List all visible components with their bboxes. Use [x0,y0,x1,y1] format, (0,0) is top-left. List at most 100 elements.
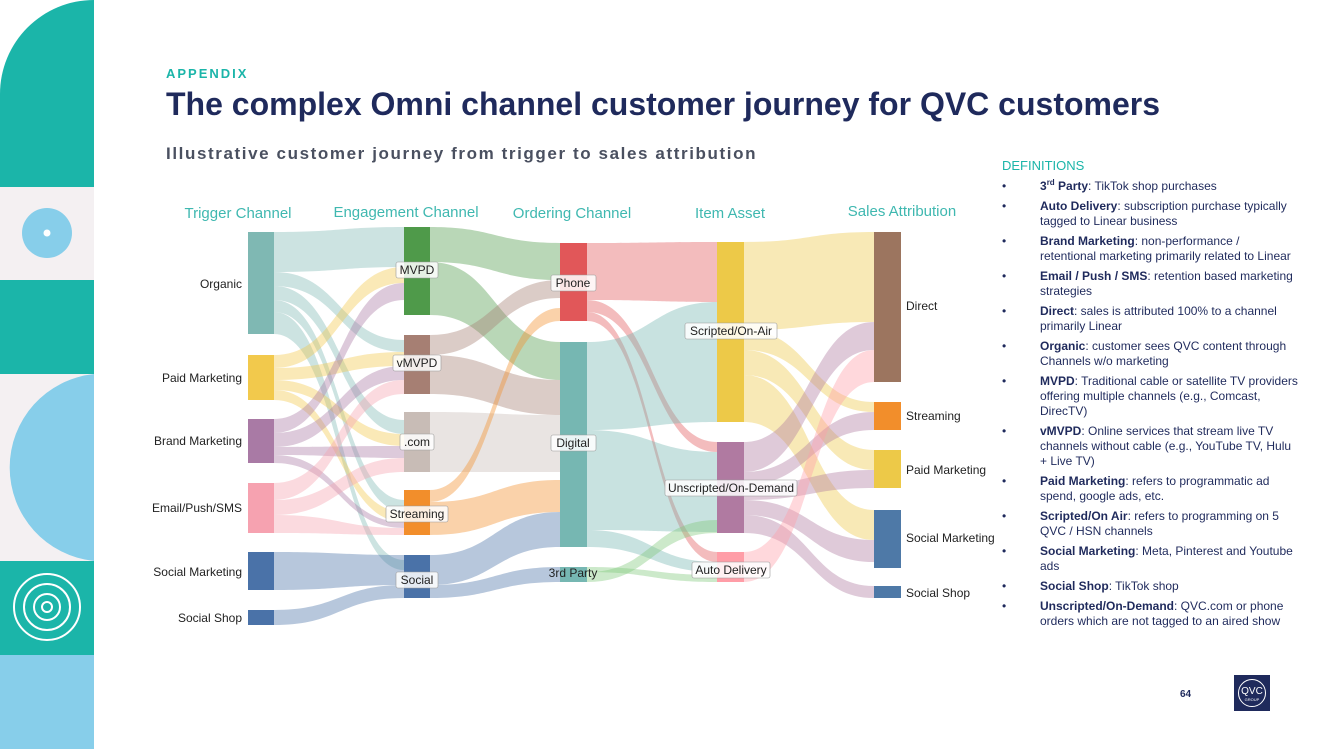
trigger-labels: Organic Paid Marketing Brand Marketing E… [152,277,242,625]
definitions-list: 3rd Party: TikTok shop purchases Auto De… [1002,179,1298,629]
definition-item: 3rd Party: TikTok shop purchases [1002,178,1298,195]
definition-term-superscript: rd [1046,178,1055,187]
definitions-heading: DEFINITIONS [1002,158,1085,173]
page-title: The complex Omni channel customer journe… [166,86,1161,122]
node-social-shop [248,610,274,625]
node-att-social-shop [874,586,901,598]
page-subtitle: Illustrative customer journey from trigg… [166,144,758,163]
definition-term: Organic [1040,339,1086,353]
definition-item: Direct: sales is attributed 100% to a ch… [1002,304,1298,334]
definition-text: : QVC.com or phone orders which are not … [1040,599,1284,628]
definition-item: Social Shop: TikTok shop [1002,579,1298,594]
label-social-shop: Social Shop [178,611,242,625]
node-organic [248,232,274,334]
link-brand-mvpd [274,283,404,433]
definition-term: Auto Delivery [1040,199,1118,213]
node-third-party [560,567,587,582]
definition-term: Email / Push / SMS [1040,269,1148,283]
definition-text: : refers to programmatic ad spend, googl… [1040,474,1270,503]
section-eyebrow: APPENDIX [166,66,249,81]
attribution-labels: Direct Streaming Paid Marketing Social M… [906,299,995,600]
definition-text: : Traditional cable or satellite TV prov… [1040,374,1298,418]
definition-text: : subscription purchase typically tagged… [1040,199,1287,228]
definition-term: Paid Marketing [1040,474,1126,488]
definition-text: : retention based marketing strategies [1040,269,1293,298]
link-organic-vmvpd [274,272,404,352]
label-third-party: 3rd Party [549,566,598,580]
link-streaming-digital [430,480,560,535]
column-header-ordering: Ordering Channel [513,205,631,222]
definition-item: Auto Delivery: subscription purchase typ… [1002,199,1298,229]
definition-text: : refers to programming on 5 QVC / HSN c… [1040,509,1279,538]
definition-item: Organic: customer sees QVC content throu… [1002,339,1298,369]
definition-term: Social Marketing [1040,544,1136,558]
label-vmvpd: vMVPD [397,356,438,370]
link-paid-vmvpd [274,352,404,380]
link-scripted-paid [744,350,874,470]
link-dotcom-digital [430,412,560,472]
label-social: Social [401,573,434,587]
link-vmvpd-digital [430,355,560,415]
logo-ring-icon [1238,679,1266,707]
column-headers: Trigger Channel Engagement Channel Order… [185,203,957,222]
link-brand-dotcom [274,446,404,458]
definition-item: MVPD: Traditional cable or satellite TV … [1002,374,1298,419]
sankey-diagram: Trigger Channel Engagement Channel Order… [152,203,995,625]
link-email-dotcom [274,458,404,515]
definition-item: Paid Marketing: refers to programmatic a… [1002,474,1298,504]
definition-text: : Online services that stream live TV ch… [1040,424,1292,468]
definition-item: vMVPD: Online services that stream live … [1002,424,1298,469]
label-phone: Phone [556,276,591,290]
node-brand-marketing [248,419,274,463]
definition-text: : TikTok shop [1108,579,1179,593]
link-organic-dotcom [274,286,404,434]
link-thirdparty-auto [587,567,717,582]
column-header-sales-attribution: Sales Attribution [848,203,956,220]
link-email-streaming [274,515,404,535]
column-header-item-asset: Item Asset [695,205,766,222]
link-paid-mvpd [274,267,404,368]
node-att-social-marketing [874,510,901,568]
link-organic-streaming [274,300,404,512]
column-header-trigger: Trigger Channel [185,205,292,222]
decorative-side-panel [0,0,94,749]
link-unscripted-streaming [744,412,874,485]
page-number: 64 [1180,689,1192,700]
definition-text: : non-performance / retentional marketin… [1040,234,1291,263]
node-paid-marketing [248,355,274,400]
link-paid-dotcom [274,380,404,446]
node-direct [874,232,901,382]
label-social-marketing: Social Marketing [153,565,242,579]
definition-text: : TikTok shop purchases [1088,179,1217,193]
qvc-group-logo: QVC GROUP [1234,675,1270,711]
link-socialshop-social [274,585,404,625]
label-dotcom: .com [404,435,430,449]
link-streaming-phone [430,308,560,502]
definition-term: vMVPD [1040,424,1082,438]
logo-text: QVC [1241,686,1263,697]
link-unscripted-shop [744,515,874,598]
definition-text: : Meta, Pinterest and Youtube ads [1040,544,1293,573]
definition-item: Social Marketing: Meta, Pinterest and Yo… [1002,544,1298,574]
sankey-links [274,227,874,625]
definitions-panel: DEFINITIONS 3rd Party: TikTok shop purch… [1002,158,1298,634]
definition-text: : sales is attributed 100% to a channel … [1040,304,1277,333]
definition-term: Direct [1040,304,1075,318]
label-paid-marketing: Paid Marketing [162,371,242,385]
node-att-streaming [874,402,901,430]
label-email-push-sms: Email/Push/SMS [152,501,242,515]
link-socialmkt-social [274,552,404,590]
link-phone-scripted [587,242,717,302]
link-mvpd-digital [430,262,560,380]
definition-text: : customer sees QVC content through Chan… [1040,339,1287,368]
label-streaming: Streaming [390,507,445,521]
link-auto-direct [744,350,874,582]
link-organic-mvpd [274,227,404,272]
link-brand-streaming [274,455,404,528]
definition-term-rest: Party [1054,179,1089,193]
definition-term: Social Shop [1040,579,1109,593]
link-digital-scripted [587,302,717,430]
link-scripted-direct [744,232,874,330]
label-organic: Organic [200,277,242,291]
link-digital-auto [587,530,717,572]
